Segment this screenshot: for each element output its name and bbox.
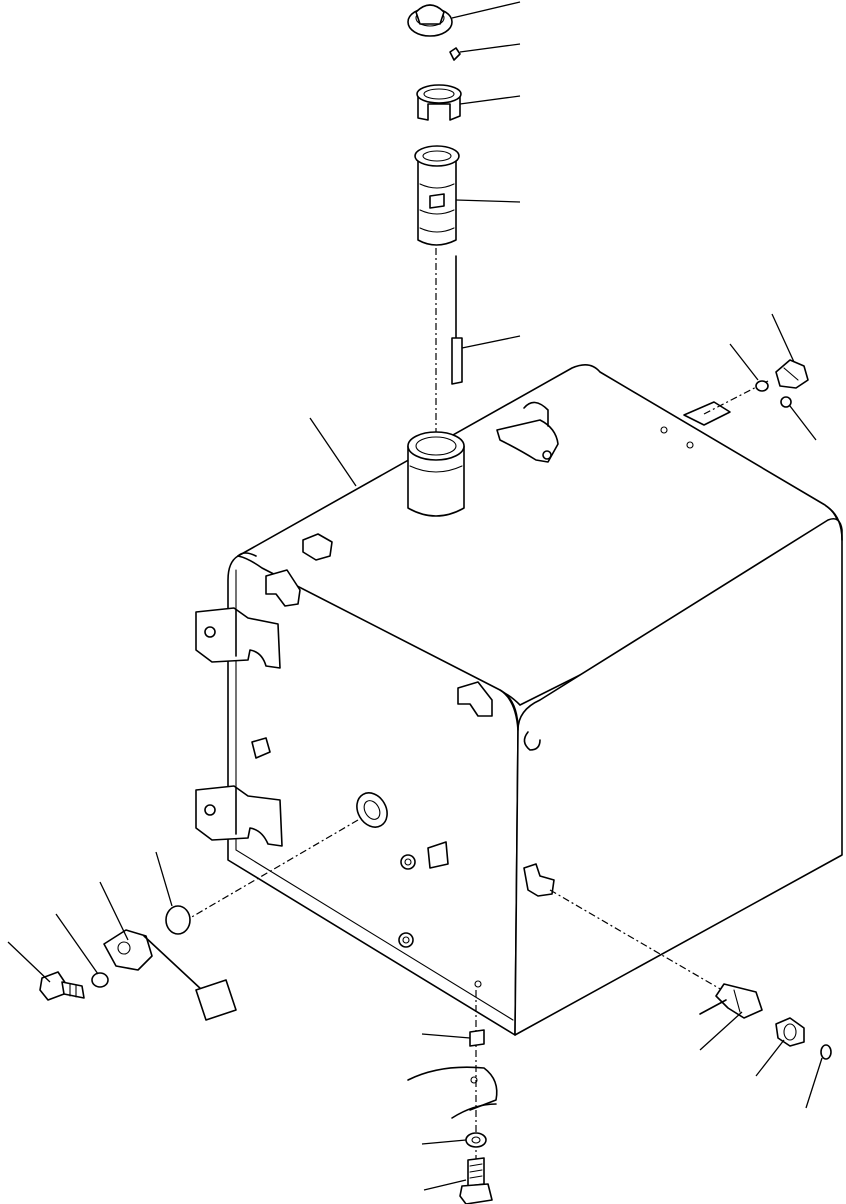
- drain-valve-icon: [523, 863, 763, 1051]
- bolt-icon: [407, 990, 498, 1204]
- breather-icon: [703, 313, 817, 441]
- strainer-icon: [414, 145, 521, 246]
- tank-leader-line: [309, 417, 357, 487]
- filler-neck-icon: [407, 431, 465, 517]
- drain-plug-icon: [755, 1017, 805, 1077]
- hinge-bracket-icon: [195, 785, 283, 847]
- tank-icon: [227, 364, 843, 1036]
- dipstick-icon: [451, 255, 521, 385]
- cap-icon: [407, 1, 521, 37]
- washer-icon: [805, 1044, 832, 1109]
- pin-icon: [449, 43, 521, 61]
- bolt-icon: [7, 941, 85, 1001]
- ring-icon: [416, 84, 521, 121]
- hinge-bracket-icon: [195, 607, 281, 669]
- gauge-unit-icon: [55, 792, 388, 1021]
